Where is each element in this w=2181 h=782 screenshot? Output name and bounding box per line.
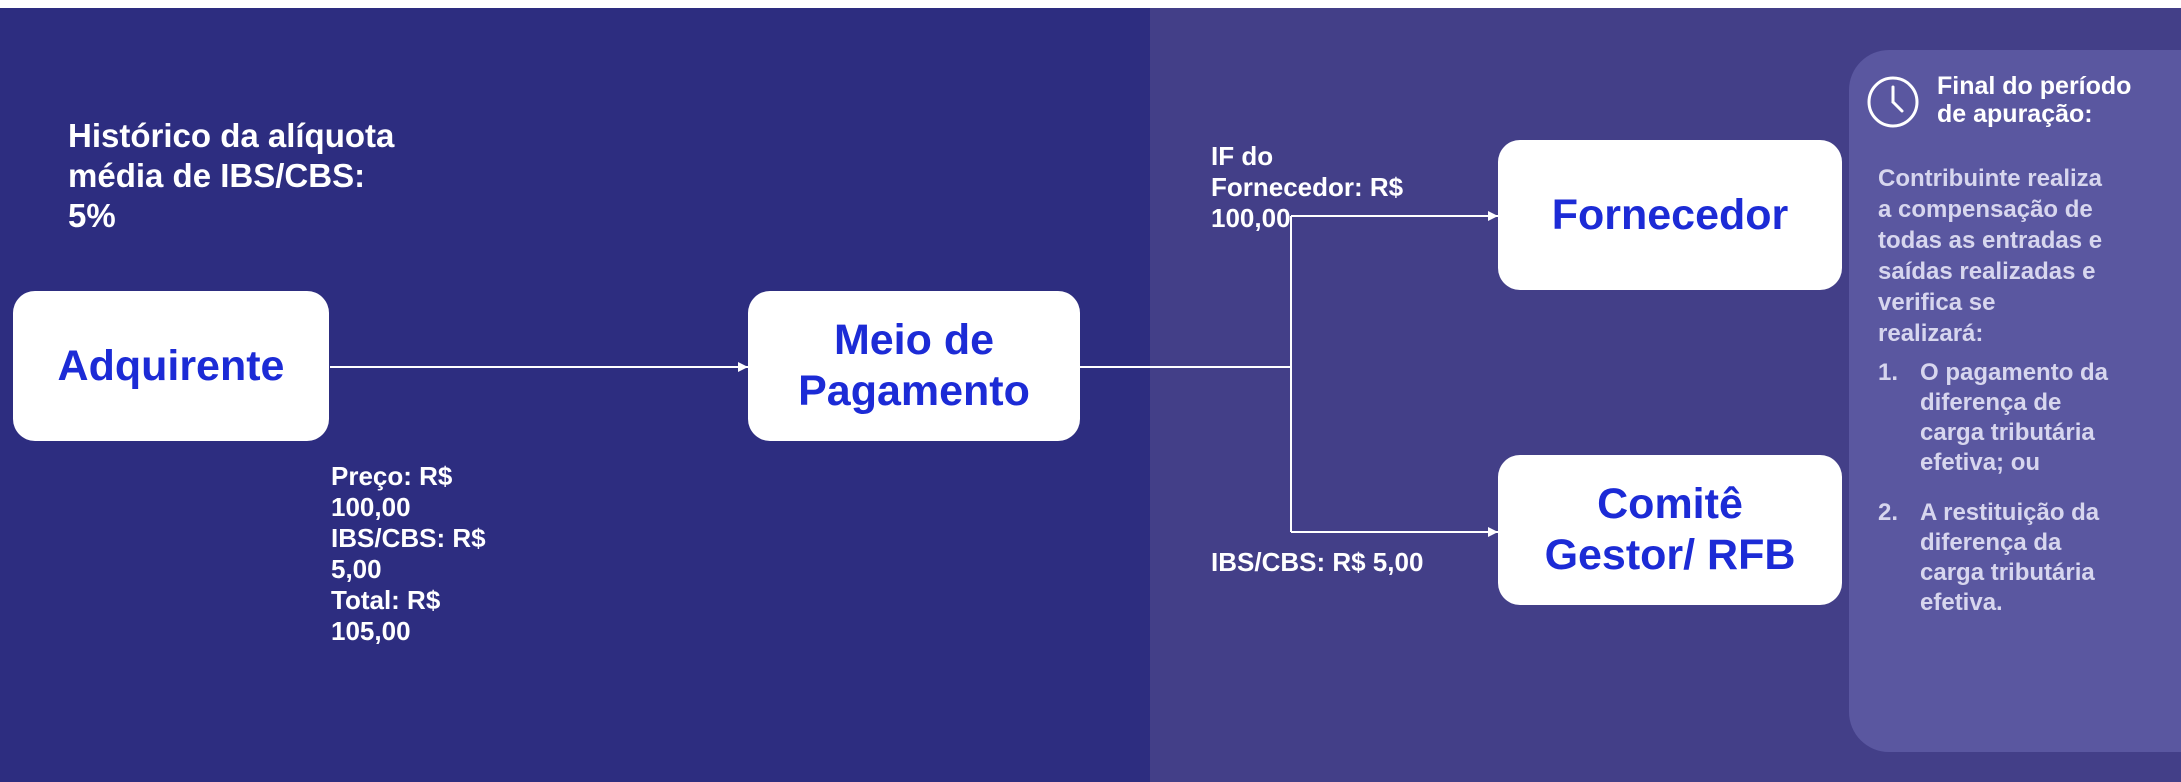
- node-fornecedor: Fornecedor: [1498, 140, 1842, 290]
- list-number: 1.: [1878, 359, 1899, 386]
- list-line: efetiva; ou: [1920, 449, 2041, 476]
- heading-line: 5%: [68, 197, 116, 234]
- label-line: IF do: [1211, 141, 1274, 171]
- intro-line: realizará:: [1878, 320, 1984, 347]
- callout-panel: [1849, 50, 2181, 752]
- node-label: Fornecedor: [1551, 190, 1789, 239]
- label-line: Total: R$: [331, 585, 441, 615]
- label-line: IBS/CBS: R$ 5,00: [1211, 547, 1424, 577]
- list-line: diferença da: [1920, 529, 2062, 556]
- intro-line: a compensação de: [1878, 196, 2093, 223]
- intro-line: todas as entradas e: [1878, 227, 2103, 254]
- heading-line: média de IBS/CBS:: [68, 157, 366, 194]
- heading-line: Histórico da alíquota: [68, 117, 395, 154]
- list-line: diferença de: [1920, 389, 2062, 416]
- label-line: Fornecedor: R$: [1211, 172, 1404, 202]
- intro-line: saídas realizadas e: [1878, 258, 2096, 285]
- node-label: Comitê: [1597, 480, 1743, 528]
- intro-line: verifica se: [1878, 289, 1996, 316]
- callout-intro: Contribuinte realiza a compensação de to…: [1878, 163, 2178, 349]
- node-comite-gestor: Comitê Gestor/ RFB: [1498, 455, 1842, 605]
- list-line: carga tributária: [1920, 419, 2095, 446]
- node-label: Gestor/ RFB: [1544, 531, 1796, 579]
- node-label: Adquirente: [57, 341, 285, 390]
- label-line: 105,00: [331, 616, 411, 646]
- node-meio-de-pagamento: Meio de Pagamento: [748, 291, 1080, 441]
- list-line: carga tributária: [1920, 559, 2095, 586]
- intro-line: Contribuinte realiza: [1878, 165, 2103, 192]
- callout-title: Final do período de apuração:: [1937, 72, 2177, 128]
- list-number: 2.: [1878, 499, 1899, 526]
- callout-list-item: 2. A restituição da diferença da carga t…: [1878, 498, 2178, 618]
- node-adquirente: Adquirente: [13, 291, 329, 441]
- if-fornecedor-label: IF do Fornecedor: R$ 100,00: [1211, 141, 1471, 234]
- list-line: efetiva.: [1920, 589, 2003, 616]
- title-line: de apuração:: [1937, 100, 2093, 128]
- callout-list-item: 1. O pagamento da diferença de carga tri…: [1878, 358, 2178, 478]
- title-line: Final do período: [1937, 72, 2132, 100]
- label-line: 5,00: [331, 554, 382, 584]
- label-line: IBS/CBS: R$: [331, 523, 486, 553]
- ibs-cbs-comite-label: IBS/CBS: R$ 5,00: [1211, 547, 1496, 578]
- list-line: A restituição da: [1920, 499, 2100, 526]
- label-line: 100,00: [1211, 203, 1291, 233]
- node-label: Meio de: [833, 316, 995, 364]
- label-line: 100,00: [331, 492, 411, 522]
- clock-icon: [1867, 76, 1919, 128]
- aliquota-heading: Histórico da alíquota média de IBS/CBS: …: [68, 116, 488, 236]
- list-line: O pagamento da: [1920, 359, 2109, 386]
- price-breakdown-label: Preço: R$ 100,00 IBS/CBS: R$ 5,00 Total:…: [331, 461, 551, 647]
- node-label: Pagamento: [798, 367, 1030, 415]
- label-line: Preço: R$: [331, 461, 453, 491]
